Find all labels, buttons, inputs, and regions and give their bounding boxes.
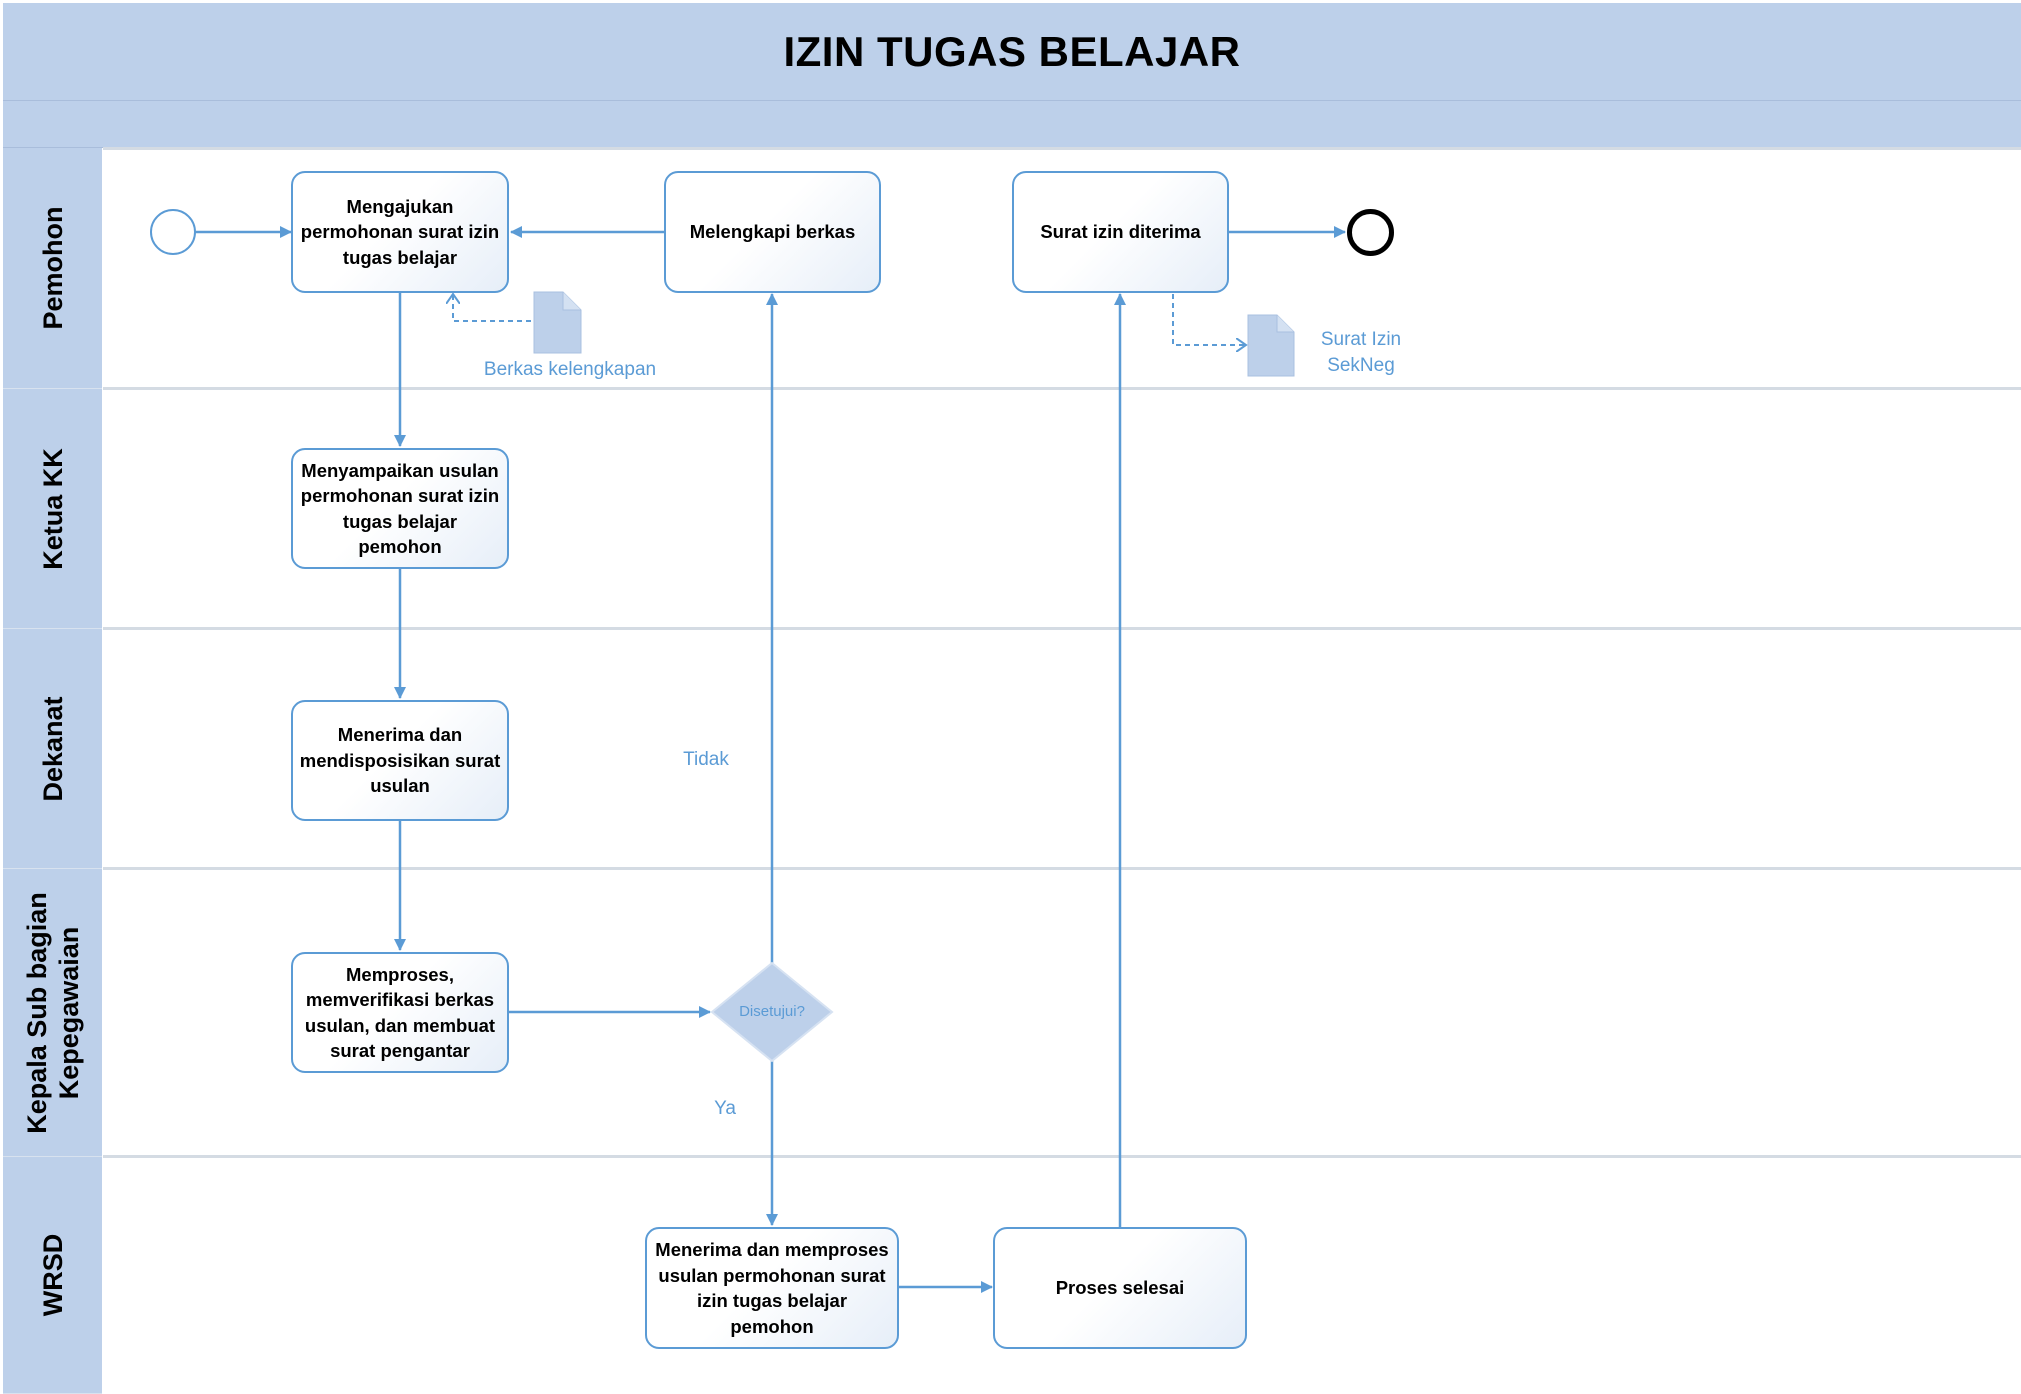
lane-header-pemohon: Pemohon	[3, 148, 102, 389]
task-menerima-wrsd-label: Menerima dan memproses usulan permohonan…	[655, 1239, 889, 1337]
task-menerima-wrsd: Menerima dan memproses usulan permohonan…	[645, 1227, 899, 1349]
task-proses-selesai: Proses selesai	[993, 1227, 1247, 1349]
document-icon	[1247, 314, 1295, 377]
flow-label-tidak: Tidak	[683, 749, 729, 770]
lane-separator	[103, 147, 2021, 150]
task-memproses-label: Memproses, memverifikasi berkas usulan, …	[304, 963, 496, 1062]
task-menerima-dekanat: Menerima dan mendisposisikan surat usula…	[291, 700, 509, 821]
lane-separator	[103, 867, 2021, 870]
task-menyampaikan: Menyampaikan usulan permohonan surat izi…	[291, 448, 509, 569]
task-surat-diterima: Surat izin diterima	[1012, 171, 1229, 293]
gateway-label: Disetujui?	[739, 1003, 805, 1020]
document-label-surat-izin: Surat Izin SekNeg	[1320, 329, 1402, 376]
task-melengkapi: Melengkapi berkas	[664, 171, 881, 293]
task-melengkapi-label: Melengkapi berkas	[689, 221, 856, 243]
start-event	[150, 209, 196, 255]
task-surat-diterima-label: Surat izin diterima	[1040, 221, 1201, 243]
task-menyampaikan-label: Menyampaikan usulan permohonan surat izi…	[300, 459, 500, 558]
gateway-diamond	[710, 961, 834, 1063]
pool-subheader	[3, 101, 2021, 148]
document-fold-icon	[1276, 315, 1294, 333]
diagram-title: IZIN TUGAS BELAJAR	[783, 27, 1241, 75]
document-icon	[533, 291, 582, 354]
association-surat-izin	[1172, 294, 1246, 345]
document-fold-icon	[562, 292, 581, 311]
diagram-title-bar: IZIN TUGAS BELAJAR	[3, 3, 2021, 102]
task-menerima-dekanat-label: Menerima dan mendisposisikan surat usula…	[299, 724, 501, 797]
lane-separator	[103, 627, 2021, 630]
document-label-berkas: Berkas kelengkapan	[483, 359, 657, 380]
task-mengajukan-label: Mengajukan permohonan surat izin tugas b…	[300, 195, 500, 268]
lane-header-ketua-kk: Ketua KK	[3, 389, 102, 629]
lane-header-kepegawaian: Kepala Sub bagian Kepegawaian	[3, 869, 102, 1157]
task-proses-selesai-label: Proses selesai	[1055, 1277, 1185, 1299]
flow-label-ya: Ya	[714, 1098, 736, 1119]
end-event	[1347, 209, 1394, 256]
lane-separator	[103, 1155, 2021, 1158]
task-memproses: Memproses, memverifikasi berkas usulan, …	[291, 952, 509, 1073]
lane-header-wrsd: WRSD	[3, 1157, 102, 1394]
lane-separator	[103, 387, 2021, 390]
task-mengajukan: Mengajukan permohonan surat izin tugas b…	[291, 171, 509, 293]
lane-header-dekanat: Dekanat	[3, 629, 102, 869]
association-berkas	[453, 294, 531, 322]
